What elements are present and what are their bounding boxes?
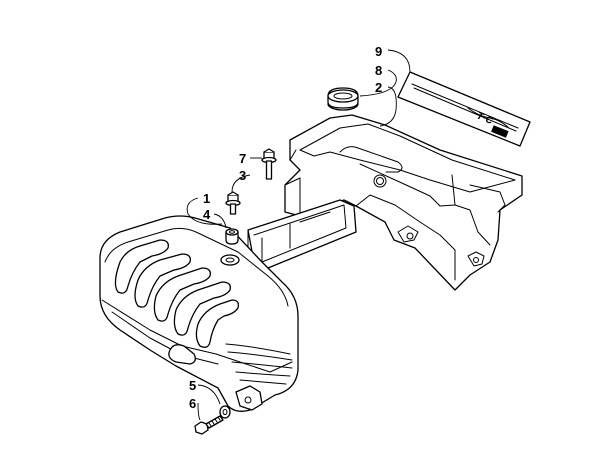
washer-part: [225, 228, 239, 245]
leader-8: [359, 69, 397, 97]
plug-part: [327, 87, 359, 111]
short-screw-part: [225, 191, 241, 215]
callout-5: 5: [189, 378, 196, 393]
small-washer-part: [219, 405, 231, 419]
callout-1: 1: [203, 191, 210, 206]
callout-9: 9: [375, 44, 382, 59]
callout-labels: 9 8 2 7 3 1 4 5 6: [189, 44, 382, 411]
decal-part: T·C: [397, 71, 531, 147]
long-screw-part: [261, 148, 277, 180]
callout-8: 8: [375, 63, 382, 78]
callout-6: 6: [189, 396, 196, 411]
leader-1: [186, 197, 223, 225]
callout-3: 3: [239, 168, 246, 183]
leader-5: [197, 384, 221, 405]
leader-6: [197, 402, 201, 421]
callout-2: 2: [375, 80, 382, 95]
callout-7: 7: [239, 151, 246, 166]
leader-4: [213, 213, 227, 229]
rear-cover-part: [284, 114, 523, 291]
lower-screw-part: [194, 415, 224, 435]
leader-9: [387, 49, 411, 73]
leader-3: [231, 174, 251, 193]
leader-2: [379, 86, 397, 127]
callout-4: 4: [203, 207, 211, 222]
front-shield-part: [99, 215, 299, 412]
leader-lines: [186, 49, 411, 421]
